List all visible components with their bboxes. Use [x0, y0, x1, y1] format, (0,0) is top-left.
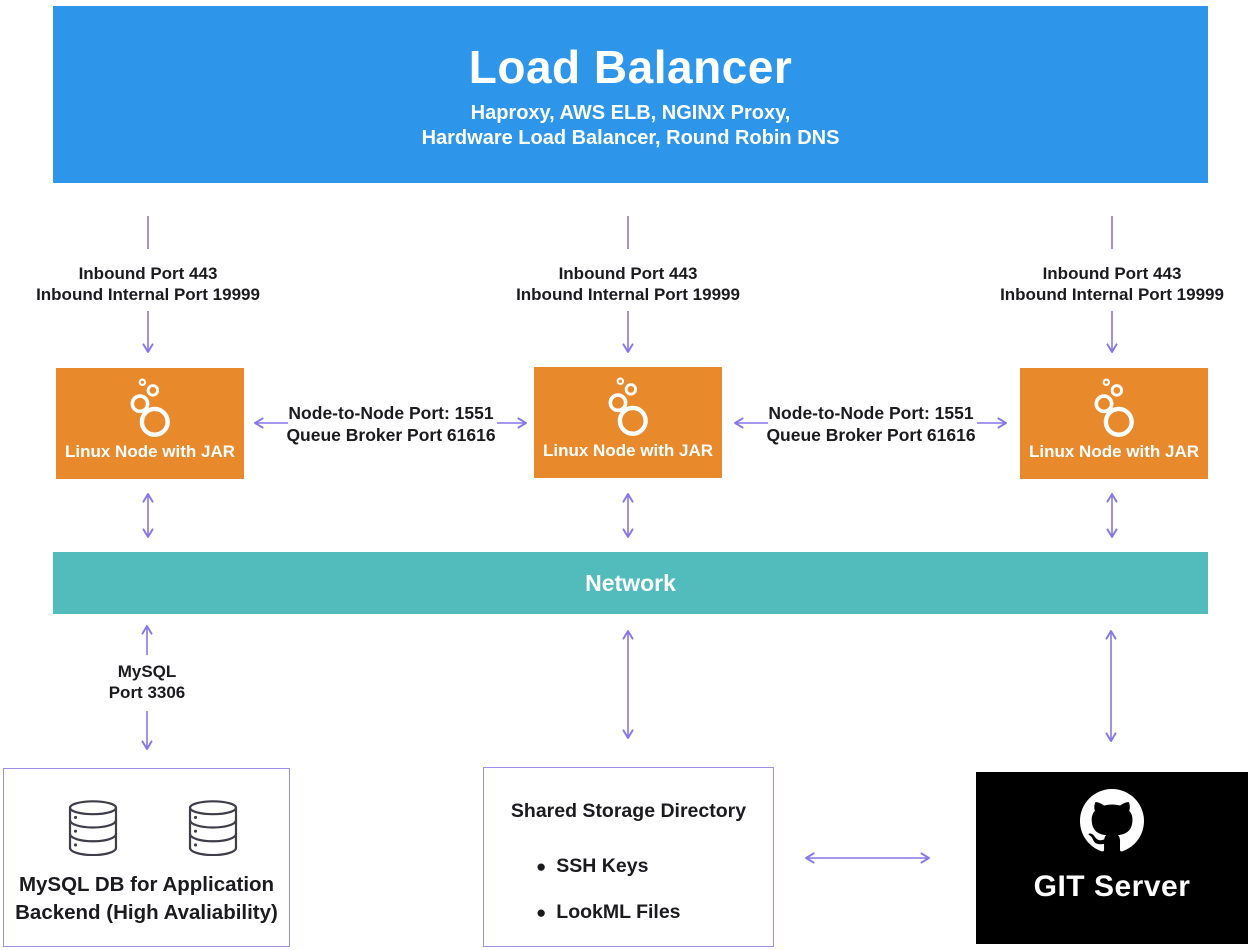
inbound-port-line: Inbound Port 443 [558, 264, 698, 283]
load-balancer-title: Load Balancer [468, 40, 793, 93]
queue-broker-port-line: Queue Broker Port 61616 [286, 425, 496, 445]
bullet-icon: ● [536, 856, 547, 876]
linux-node-box-left: Linux Node with JAR [56, 368, 244, 479]
inbound-ports-label-middle: Inbound Port 443 Inbound Internal Port 1… [488, 263, 768, 305]
mysql-db-box: MySQL DB for Application Backend (High A… [3, 768, 290, 947]
git-server-box: GIT Server [976, 772, 1248, 944]
storage-item-label: SSH Keys [556, 855, 649, 877]
inbound-internal-port-line: Inbound Internal Port 19999 [36, 285, 260, 304]
linux-node-label: Linux Node with JAR [543, 441, 713, 460]
inbound-port-line: Inbound Port 443 [1042, 264, 1182, 283]
inbound-port-line: Inbound Port 443 [78, 264, 218, 283]
looker-icon [608, 377, 648, 436]
mysql-port-line: Port 3306 [108, 683, 186, 702]
node-to-node-port-line: Node-to-Node Port: 1551 [288, 403, 494, 423]
node-link-label-2: Node-to-Node Port: 1551 Queue Broker Por… [746, 402, 996, 446]
inbound-ports-label-left: Inbound Port 443 Inbound Internal Port 1… [8, 263, 288, 305]
linux-node-label: Linux Node with JAR [65, 442, 235, 461]
bullet-icon: ● [536, 902, 547, 922]
queue-broker-port-line: Queue Broker Port 61616 [766, 425, 976, 445]
load-balancer-box: Load Balancer Haproxy, AWS ELB, NGINX Pr… [53, 6, 1208, 183]
shared-storage-title: Shared Storage Directory [510, 800, 747, 822]
database-icon-primary [68, 800, 118, 856]
mysql-port-label: MySQL Port 3306 [7, 661, 287, 703]
inbound-internal-port-line: Inbound Internal Port 19999 [1000, 285, 1224, 304]
github-icon [1080, 789, 1144, 852]
inbound-internal-port-line: Inbound Internal Port 19999 [516, 285, 740, 304]
load-balancer-subtitle-line2: Hardware Load Balancer, Round Robin DNS [421, 126, 840, 149]
looker-icon [130, 378, 170, 437]
node-link-label-1: Node-to-Node Port: 1551 Queue Broker Por… [266, 402, 516, 446]
shared-storage-list: ● SSH Keys ● LookML Files [536, 840, 681, 924]
linux-node-label: Linux Node with JAR [1029, 442, 1199, 461]
mysql-db-caption-line2: Backend (High Avaliability) [15, 901, 278, 924]
network-bar: Network [53, 552, 1208, 614]
storage-item-label: LookML Files [556, 901, 681, 923]
linux-node-box-right: Linux Node with JAR [1020, 368, 1208, 479]
load-balancer-subtitle: Haproxy, AWS ELB, NGINX Proxy, Hardware … [422, 101, 840, 151]
looker-icon [1094, 378, 1134, 437]
storage-item-lookml-files: ● LookML Files [536, 901, 681, 924]
network-label: Network [585, 569, 676, 596]
inbound-ports-label-right: Inbound Port 443 Inbound Internal Port 1… [972, 263, 1251, 305]
mysql-line: MySQL [117, 662, 177, 681]
mysql-db-caption: MySQL DB for Application Backend (High A… [4, 871, 289, 927]
database-icon-replica [188, 800, 238, 856]
load-balancer-subtitle-line1: Haproxy, AWS ELB, NGINX Proxy, [470, 101, 791, 124]
storage-item-ssh-keys: ● SSH Keys [536, 855, 681, 878]
shared-storage-box: Shared Storage Directory ● SSH Keys ● Lo… [483, 767, 774, 947]
git-server-label: GIT Server [1033, 870, 1191, 903]
node-to-node-port-line: Node-to-Node Port: 1551 [768, 403, 974, 423]
linux-node-box-middle: Linux Node with JAR [534, 367, 722, 478]
mysql-db-caption-line1: MySQL DB for Application [18, 873, 275, 896]
